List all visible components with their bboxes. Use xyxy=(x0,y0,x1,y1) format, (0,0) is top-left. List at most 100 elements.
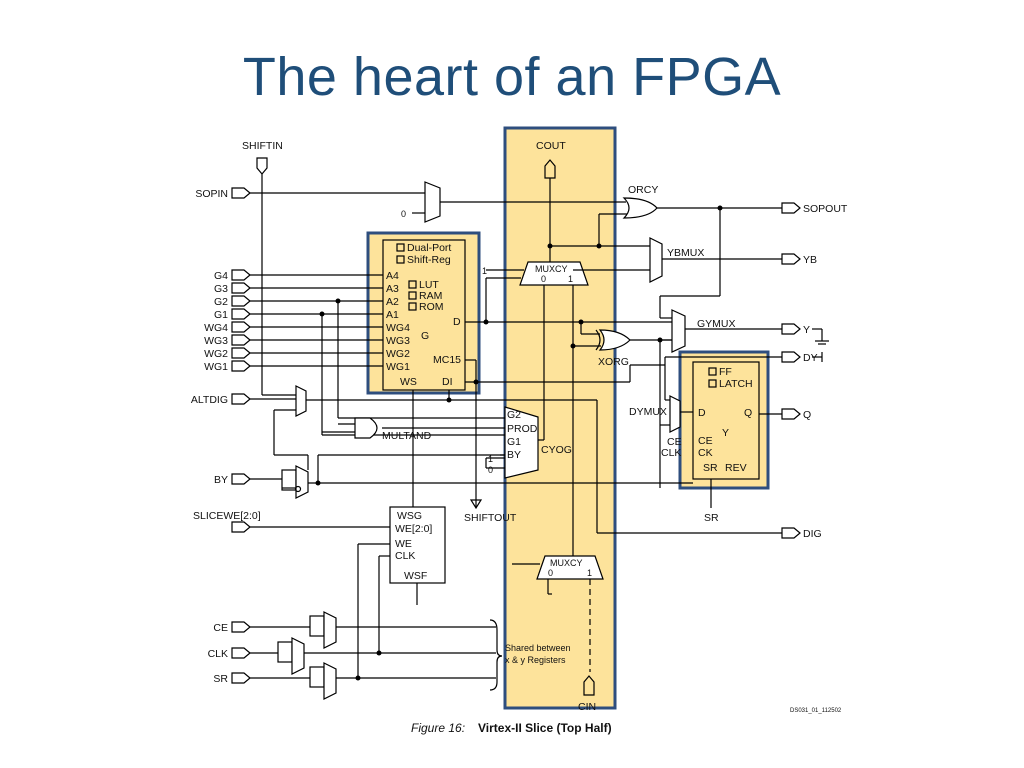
cin-label: CIN xyxy=(578,701,596,713)
wsg-we20-label: WE[2:0] xyxy=(395,523,432,535)
lut-pin-wg2: WG2 xyxy=(386,348,410,360)
lut-pin-a3: A3 xyxy=(386,283,399,295)
sr-label: SR xyxy=(213,673,228,685)
lut-pin-wg1: WG1 xyxy=(386,361,410,373)
sopout-label: SOPOUT xyxy=(803,203,848,215)
lut-pin-a1: A1 xyxy=(386,309,399,321)
shiftout-label: SHIFTOUT xyxy=(464,512,517,524)
gymux-label: GYMUX xyxy=(697,318,736,330)
wg1-label: WG1 xyxy=(204,361,228,373)
cyog-const-zero: 0 xyxy=(488,465,493,475)
cyog-prod: PROD xyxy=(507,423,538,435)
sr-ff-label: SR xyxy=(704,512,719,524)
lut-pin-a2: A2 xyxy=(386,296,399,308)
multand-gate xyxy=(354,417,505,439)
shiftin-label: SHIFTIN xyxy=(242,140,283,152)
sopin-mux xyxy=(412,181,626,223)
caption-text: Virtex-II Slice (Top Half) xyxy=(478,721,612,735)
lut-opt-rom: ROM xyxy=(419,301,444,313)
muxcy-top-const-one: 1 xyxy=(482,266,487,276)
slide-title: The heart of an FPGA xyxy=(242,47,782,107)
wsf-label: WSF xyxy=(404,570,427,582)
shared-note-line1: Shared between xyxy=(505,643,571,653)
altdig-label: ALTDIG xyxy=(191,394,228,406)
cyog-g1: G1 xyxy=(507,436,521,448)
wsg-we-label: WE xyxy=(395,538,412,550)
ff-pin-rev: REV xyxy=(725,462,747,474)
ybmux-label: YBMUX xyxy=(667,247,704,259)
ff-pin-sr: SR xyxy=(703,462,718,474)
cyog-mux xyxy=(485,406,545,479)
muxcy-top-zero: 0 xyxy=(541,274,546,284)
lut-pin-wg3: WG3 xyxy=(386,335,410,347)
wg2-label: WG2 xyxy=(204,348,228,360)
dymux-label: DYMUX xyxy=(629,406,667,418)
ce-side-label: CE xyxy=(667,436,682,448)
lut-pin-wg4: WG4 xyxy=(386,322,410,334)
lut-opt-ram: RAM xyxy=(419,290,442,302)
caption-prefix: Figure 16: xyxy=(411,721,465,735)
orcy-label: ORCY xyxy=(628,184,658,196)
dig-label: DIG xyxy=(803,528,822,540)
input-ports xyxy=(231,157,268,684)
ff-pin-ck: CK xyxy=(698,447,713,459)
lut-pin-ws: WS xyxy=(400,376,417,388)
muxcy-top-one: 1 xyxy=(568,274,573,284)
y-label: Y xyxy=(803,324,810,336)
clk-side-label: CLK xyxy=(661,447,681,459)
doc-code: DS031_01_112502 xyxy=(790,708,842,714)
muxcy-top xyxy=(485,261,589,558)
ce-label: CE xyxy=(213,622,228,634)
lut-opt-dual-port: Dual-Port xyxy=(407,242,451,254)
clk-label: CLK xyxy=(208,648,228,660)
cin-port xyxy=(583,675,595,696)
slicewe-label: SLICEWE[2:0] xyxy=(193,510,261,522)
lut-opt-lut: LUT xyxy=(419,279,439,291)
g1-label: G1 xyxy=(214,309,228,321)
xorg-label: XORG xyxy=(598,356,629,368)
shared-note-line2: x & y Registers xyxy=(505,655,566,665)
lut-pin-d: D xyxy=(453,316,461,328)
wg3-label: WG3 xyxy=(204,335,228,347)
ff-opt-ff: FF xyxy=(719,366,732,378)
lut-pin-g: G xyxy=(421,330,429,342)
dymux xyxy=(660,395,696,433)
yb-label: YB xyxy=(803,254,817,266)
sopin-label: SOPIN xyxy=(195,188,228,200)
ff-pin-d: D xyxy=(698,407,706,419)
lut-pin-mc15: MC15 xyxy=(433,354,461,366)
ff-opt-latch: LATCH xyxy=(719,378,753,390)
q-label: Q xyxy=(803,409,811,421)
input-wires xyxy=(250,192,505,528)
cyog-const-one: 1 xyxy=(488,454,493,464)
lut-pin-a4: A4 xyxy=(386,270,399,282)
g4-label: G4 xyxy=(214,270,228,282)
lut-pin-di: DI xyxy=(442,376,453,388)
cyog-label: CYOG xyxy=(541,444,572,456)
wg4-label: WG4 xyxy=(204,322,228,334)
wsg-label: WSG xyxy=(397,510,422,522)
muxcy-bottom-zero: 0 xyxy=(548,568,553,578)
g2-label: G2 xyxy=(214,296,228,308)
ff-pin-ce: CE xyxy=(698,435,713,447)
sopin-mux-zero: 0 xyxy=(401,209,406,219)
ground-symbol xyxy=(812,328,829,345)
shared-controls xyxy=(250,611,503,700)
ff-block xyxy=(692,361,801,508)
muxcy-top-label: MUXCY xyxy=(535,264,568,274)
ff-pin-y: Y xyxy=(722,427,729,439)
lut-d-output-wires xyxy=(465,319,672,335)
cout-label: COUT xyxy=(536,140,566,152)
orcy-gate xyxy=(596,197,801,319)
cyog-g2: G2 xyxy=(507,409,521,421)
cyog-by: BY xyxy=(507,449,521,461)
lut-opt-shift-reg: Shift-Reg xyxy=(407,254,451,266)
wsg-clk-label: CLK xyxy=(395,550,415,562)
muxcy-bottom xyxy=(512,555,604,672)
wsg-block xyxy=(357,390,452,678)
muxcy-bottom-label: MUXCY xyxy=(550,558,583,568)
g3-label: G3 xyxy=(214,283,228,295)
ff-pin-q: Q xyxy=(744,407,752,419)
by-label: BY xyxy=(214,474,228,486)
